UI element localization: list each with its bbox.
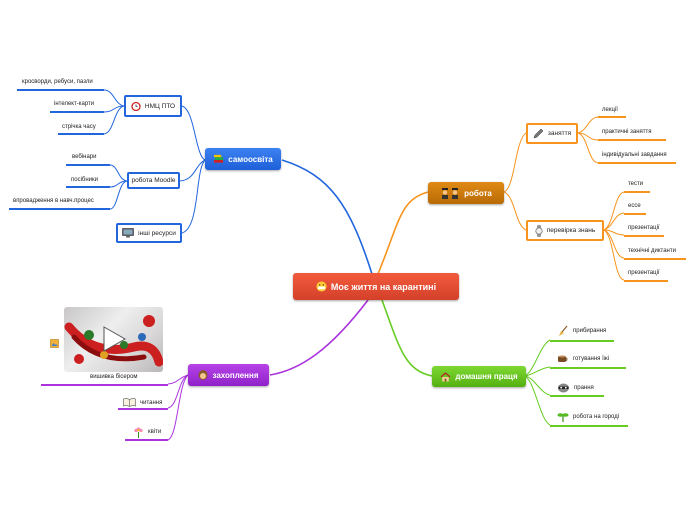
leaf-underline	[58, 133, 104, 135]
watch-icon	[535, 225, 543, 237]
branch-hobby-label: захоплення	[212, 371, 258, 380]
flowers-label: квіти	[148, 429, 161, 435]
leaf-underline	[624, 235, 664, 237]
leaf-underline	[550, 395, 604, 397]
leaf-underline	[50, 111, 104, 113]
smiley-mask-icon	[316, 281, 327, 292]
branch-hobbies[interactable]: захоплення	[188, 364, 269, 386]
reading-label: читання	[140, 400, 162, 406]
topic-classes[interactable]: заняття	[526, 123, 578, 144]
leaf-underline	[598, 116, 626, 118]
house-icon	[440, 372, 451, 382]
leaf-essay[interactable]: ессе	[626, 203, 643, 209]
coffee-cup-icon	[557, 354, 569, 364]
leaf-cooking[interactable]: готування їжі	[555, 354, 611, 364]
branch-home-label: домашня праця	[455, 372, 517, 381]
leaf-lectures[interactable]: лекції	[600, 107, 620, 113]
link-root-hobby	[270, 300, 368, 375]
check-label: перевірка знань	[547, 227, 595, 234]
broom-icon	[557, 325, 569, 337]
branch-work-label: робота	[464, 189, 492, 198]
garden-label: робота на городі	[573, 414, 619, 420]
raccoon-icon	[557, 382, 570, 393]
leaf-underline	[550, 425, 628, 427]
alarm-clock-icon	[131, 101, 141, 111]
leaf-crosswords[interactable]: кросворди, ребуси, пазли	[20, 79, 95, 85]
leaf-garden[interactable]: робота на городі	[555, 411, 621, 423]
leaf-underline	[598, 139, 666, 141]
leaf-underline	[66, 186, 110, 188]
branch-self-label: самоосвіта	[228, 155, 272, 164]
leaf-reading[interactable]: читання	[121, 398, 164, 407]
moodle-label: робота Moodle	[131, 177, 175, 184]
link-root-home	[382, 300, 432, 376]
flower-icon	[133, 426, 144, 438]
leaf-webinars[interactable]: вебінари	[70, 154, 99, 160]
branch-self-education[interactable]: самоосвіта	[205, 148, 281, 170]
branch-work[interactable]: робота	[428, 182, 504, 204]
teachers-icon	[440, 188, 460, 199]
leaf-underline	[624, 191, 650, 193]
leaf-timeline[interactable]: стрічка часу	[60, 124, 98, 130]
leaf-flowers[interactable]: квіти	[131, 426, 163, 438]
leaf-dictations[interactable]: технічні диктанти	[626, 248, 678, 254]
leaf-underline	[624, 258, 686, 260]
leaf-individual[interactable]: індивідуальні завдання	[600, 152, 669, 158]
root-label: Моє життя на карантині	[331, 282, 436, 292]
leaf-underline	[550, 340, 614, 342]
leaf-cleaning[interactable]: прибирання	[555, 325, 608, 337]
topic-moodle[interactable]: робота Moodle	[127, 172, 180, 189]
leaf-underline	[66, 164, 110, 166]
image-attachment-icon[interactable]	[50, 339, 59, 348]
cooking-label: готування їжі	[573, 356, 609, 362]
leaf-underline	[624, 280, 668, 282]
leaf-practical[interactable]: практичні заняття	[600, 129, 654, 135]
leaf-bead-embroidery[interactable]: вишивка бісером	[88, 374, 140, 380]
other-label: інші ресурси	[138, 230, 176, 237]
classes-label: заняття	[548, 130, 571, 137]
books-icon	[213, 154, 224, 164]
cleaning-label: прибирання	[573, 328, 606, 334]
girl-face-icon	[198, 370, 208, 381]
leaf-underline	[118, 408, 168, 410]
leaf-underline	[9, 208, 110, 210]
book-icon	[123, 398, 136, 407]
leaf-underline	[598, 162, 676, 164]
root-topic[interactable]: Моє життя на карантині	[293, 273, 459, 300]
leaf-manuals[interactable]: посібники	[69, 177, 100, 183]
monitor-icon	[122, 228, 134, 238]
leaf-underline	[624, 213, 646, 215]
leaf-underline	[17, 89, 104, 91]
topic-nmc-pto[interactable]: НМЦ ПТО	[124, 95, 182, 117]
leaf-underline	[550, 367, 626, 369]
play-icon[interactable]	[102, 326, 126, 357]
leaf-underline	[125, 439, 168, 441]
link-root-work	[378, 192, 428, 274]
branch-housework[interactable]: домашня праця	[432, 366, 526, 387]
laundry-label: прання	[574, 385, 594, 391]
nmc-label: НМЦ ПТО	[145, 103, 175, 110]
embroidery-video-thumbnail[interactable]	[64, 307, 163, 372]
leaf-mind-maps[interactable]: інтелект-карти	[52, 101, 96, 107]
topic-other-resources[interactable]: інші ресурси	[116, 223, 182, 243]
leaf-presentations[interactable]: презентації	[626, 225, 662, 231]
leaf-laundry[interactable]: прання	[555, 382, 596, 393]
seedling-icon	[557, 411, 569, 423]
topic-knowledge-check[interactable]: перевірка знань	[526, 220, 604, 241]
leaf-underline	[41, 384, 168, 386]
link-root-self	[282, 160, 372, 274]
pen-icon	[533, 128, 544, 139]
leaf-implementation[interactable]: впровадження в навч.процес	[11, 198, 96, 204]
leaf-presentations-2[interactable]: презентації	[626, 270, 662, 276]
leaf-tests[interactable]: тести	[626, 181, 645, 187]
